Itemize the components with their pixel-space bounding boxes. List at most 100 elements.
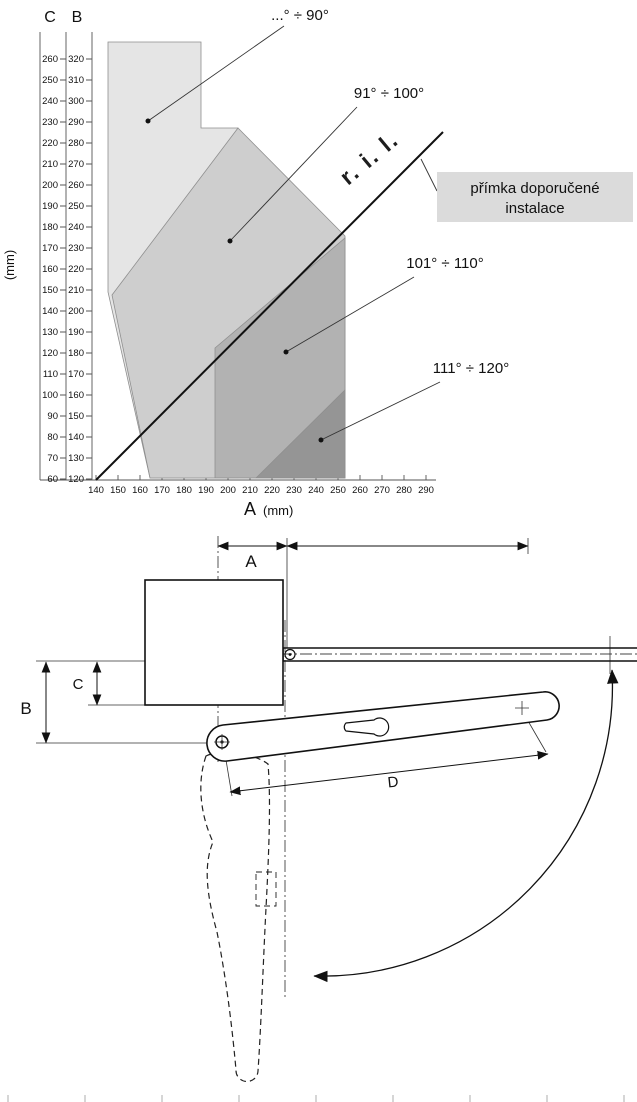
b-tick-label: 150 <box>68 411 84 422</box>
c-tick-labels: 260 250 240 230 220 210 200 190 180 170 … <box>42 54 58 485</box>
gate-beam <box>282 647 637 662</box>
beam-hinge <box>284 648 296 661</box>
x-tick-label: 260 <box>352 485 368 496</box>
x-tick-label: 180 <box>176 485 192 496</box>
c-tick-label: 260 <box>42 54 58 65</box>
arm-pivot <box>214 734 230 750</box>
b-tick-label: 130 <box>68 453 84 464</box>
x-tick-label: 250 <box>330 485 346 496</box>
c-tick-label: 90 <box>47 411 58 422</box>
ril-callout-line2: instalace <box>505 200 564 217</box>
gate-leaf-open-dashed <box>200 751 271 1083</box>
x-tick-label: 280 <box>396 485 412 496</box>
operator-housing <box>144 579 284 706</box>
b-tick-label: 210 <box>68 285 84 296</box>
b-tick-label: 290 <box>68 117 84 128</box>
b-tick-label: 160 <box>68 390 84 401</box>
x-tick-label: 220 <box>264 485 280 496</box>
b-tick-label: 230 <box>68 243 84 254</box>
x-tick-label: 150 <box>110 485 126 496</box>
c-tick-label: 200 <box>42 180 58 191</box>
installation-chart: C B (mm) 260 250 240 230 220 210 200 190… <box>0 0 637 530</box>
c-tick-label: 100 <box>42 390 58 401</box>
b-tick-label: 180 <box>68 348 84 359</box>
leader-lines <box>145 25 441 443</box>
c-tick-label: 240 <box>42 96 58 107</box>
b-tick-label: 140 <box>68 432 84 443</box>
x-tick-label: 270 <box>374 485 390 496</box>
b-tick-label: 190 <box>68 327 84 338</box>
x-tick-label: 240 <box>308 485 324 496</box>
x-tick-label: 200 <box>220 485 236 496</box>
ril-callout: přímka doporučené instalace <box>437 172 633 222</box>
region-label-101-110: 101° ÷ 110° <box>406 255 484 272</box>
b-tick-label: 240 <box>68 222 84 233</box>
b-tick-labels: 320 310 300 290 280 270 260 250 240 230 … <box>68 54 84 485</box>
page-edge-ticks <box>7 1095 625 1102</box>
dimension-lines <box>41 541 549 796</box>
x-tick-labels: 140 150 160 170 180 190 200 210 220 230 … <box>88 485 434 496</box>
dim-label-d: D <box>387 773 400 791</box>
region-111-120 <box>255 389 346 479</box>
x-tick-label: 140 <box>88 485 104 496</box>
gate-bracket-dashed <box>255 871 277 907</box>
angle-regions <box>107 41 346 479</box>
ril-callout-line1: přímka doporučené <box>470 180 599 197</box>
x-tick-label: 170 <box>154 485 170 496</box>
x-tick-label: 230 <box>286 485 302 496</box>
b-tick-label: 320 <box>68 54 84 65</box>
leader-dot <box>318 437 324 443</box>
axis-lines <box>39 32 436 481</box>
dim-label-c: C <box>73 676 84 693</box>
c-tick-label: 80 <box>47 432 58 443</box>
angle-region-chart-svg: C B (mm) 260 250 240 230 220 210 200 190… <box>2 7 633 519</box>
x-axis-unit-label: (mm) <box>263 503 293 518</box>
c-tick-label: 180 <box>42 222 58 233</box>
c-tick-label: 110 <box>43 369 58 380</box>
c-tick-label: 220 <box>42 138 58 149</box>
leader-dot <box>145 118 151 124</box>
region-label-111-120: 111° ÷ 120° <box>433 360 509 377</box>
x-tick-label: 290 <box>418 485 434 496</box>
b-tick-label: 260 <box>68 180 84 191</box>
center-lines <box>217 536 637 1000</box>
c-tick-label: 250 <box>42 75 58 86</box>
b-axis-header: B <box>72 9 83 26</box>
c-tick-label: 210 <box>42 159 58 170</box>
region-label-91-100: 91° ÷ 100° <box>354 85 424 102</box>
gate-swing-arc <box>313 669 619 983</box>
x-tick-label: 190 <box>198 485 214 496</box>
ril-callout-box <box>437 172 633 222</box>
x-tick-label: 160 <box>132 485 148 496</box>
x-axis-letter: A <box>244 499 256 519</box>
x-tick-label: 210 <box>242 485 258 496</box>
b-tick-label: 300 <box>68 96 84 107</box>
leader-dot <box>283 349 289 355</box>
c-tick-label: 230 <box>42 117 58 128</box>
c-tick-label: 190 <box>42 201 58 212</box>
installation-drawing: A B C D <box>0 530 637 1102</box>
leader-dot <box>227 238 233 244</box>
y-axis-unit-label: (mm) <box>2 250 17 280</box>
b-tick-label: 270 <box>68 159 84 170</box>
c-tick-label: 60 <box>47 474 58 485</box>
b-tick-label: 200 <box>68 306 84 317</box>
b-tick-label: 220 <box>68 264 84 275</box>
b-tick-label: 280 <box>68 138 84 149</box>
b-tick-label: 310 <box>68 75 84 86</box>
c-tick-label: 140 <box>42 306 58 317</box>
c-tick-label: 70 <box>47 453 58 464</box>
b-tick-label: 120 <box>68 474 84 485</box>
recommended-installation-line <box>95 131 444 481</box>
c-axis-header: C <box>44 9 56 26</box>
c-tick-label: 160 <box>42 264 58 275</box>
actuator-drawing-svg: A B C D <box>7 536 637 1102</box>
c-tick-label: 120 <box>42 348 58 359</box>
c-tick-label: 150 <box>42 285 58 296</box>
b-tick-label: 170 <box>68 369 84 380</box>
ril-label: r. i. l. <box>335 126 404 190</box>
dim-label-a: A <box>245 552 257 571</box>
c-tick-label: 130 <box>42 327 58 338</box>
region-label-up-to-90: ...° ÷ 90° <box>271 7 329 24</box>
